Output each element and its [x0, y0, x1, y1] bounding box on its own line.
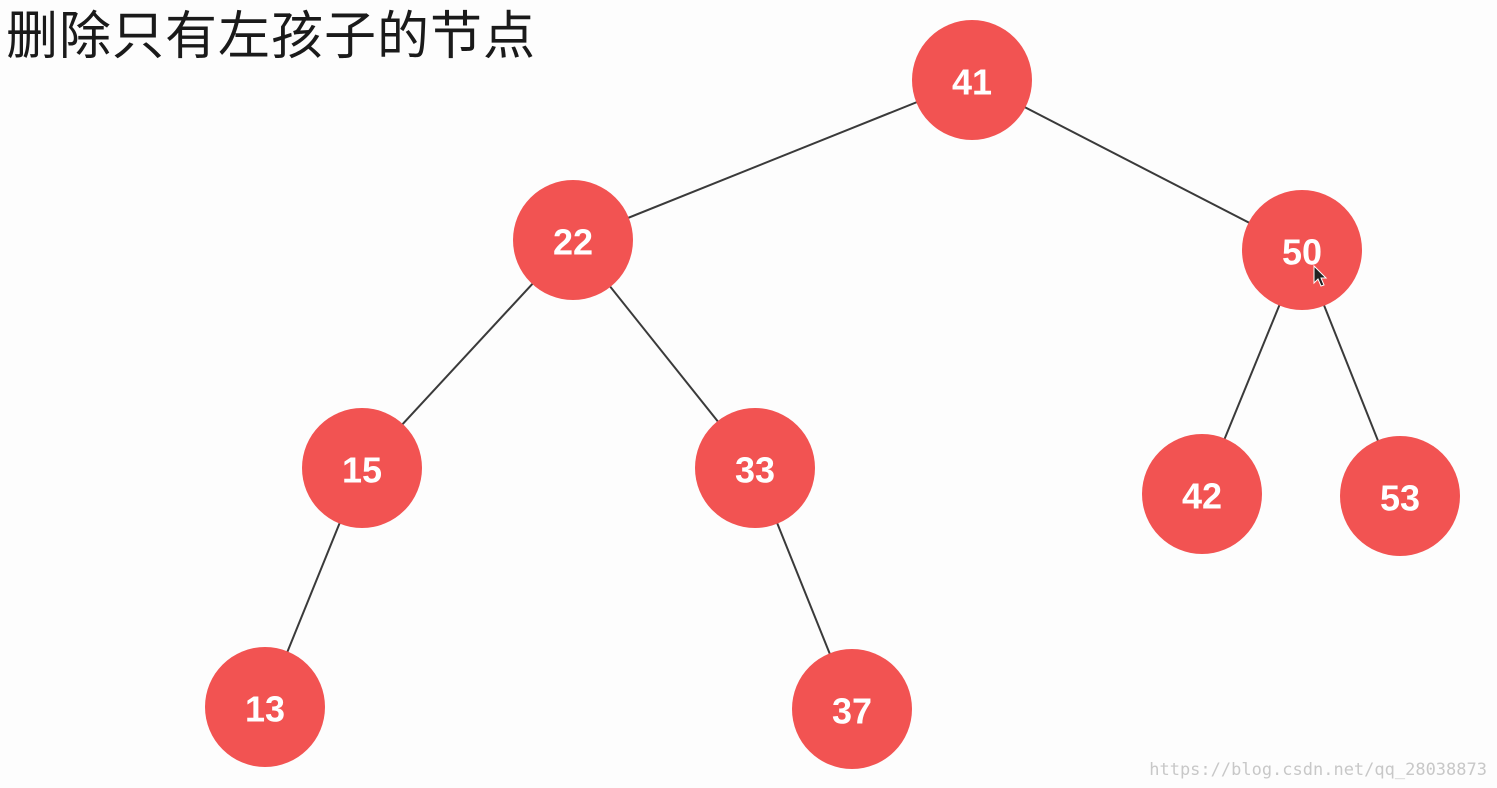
node-circle: [205, 647, 325, 767]
node-circle: [1142, 434, 1262, 554]
tree-node-22[interactable]: 22: [513, 180, 633, 300]
node-circle: [513, 180, 633, 300]
node-circle: [695, 408, 815, 528]
node-circle: [1340, 436, 1460, 556]
edge-41-50: [971, 79, 1303, 251]
node-label: 42: [1182, 476, 1222, 517]
node-circle: [912, 20, 1032, 140]
node-label: 37: [832, 691, 872, 732]
node-circle: [302, 408, 422, 528]
nodes-layer: 41 22 50 15 33 42 53 13 37: [205, 20, 1460, 769]
node-label: 13: [245, 689, 285, 730]
tree-node-53[interactable]: 53: [1340, 436, 1460, 556]
edge-41-22: [572, 79, 973, 241]
tree-node-13[interactable]: 13: [205, 647, 325, 767]
node-label: 33: [735, 450, 775, 491]
tree-node-50[interactable]: 50: [1242, 190, 1362, 310]
edges-layer: [264, 79, 1401, 710]
tree-node-37[interactable]: 37: [792, 649, 912, 769]
tree-node-15[interactable]: 15: [302, 408, 422, 528]
watermark: https://blog.csdn.net/qq_28038873: [1149, 760, 1487, 780]
node-label: 15: [342, 450, 382, 491]
tree-node-42[interactable]: 42: [1142, 434, 1262, 554]
node-circle: [792, 649, 912, 769]
node-circle: [1242, 190, 1362, 310]
mouse-pointer-icon: [1313, 264, 1328, 287]
node-label: 53: [1380, 478, 1420, 519]
node-label: 22: [553, 222, 593, 263]
node-label: 41: [952, 62, 992, 103]
tree-node-33[interactable]: 33: [695, 408, 815, 528]
node-label: 50: [1282, 232, 1322, 273]
tree-node-41[interactable]: 41: [912, 20, 1032, 140]
page-title: 删除只有左孩子的节点: [6, 7, 537, 67]
